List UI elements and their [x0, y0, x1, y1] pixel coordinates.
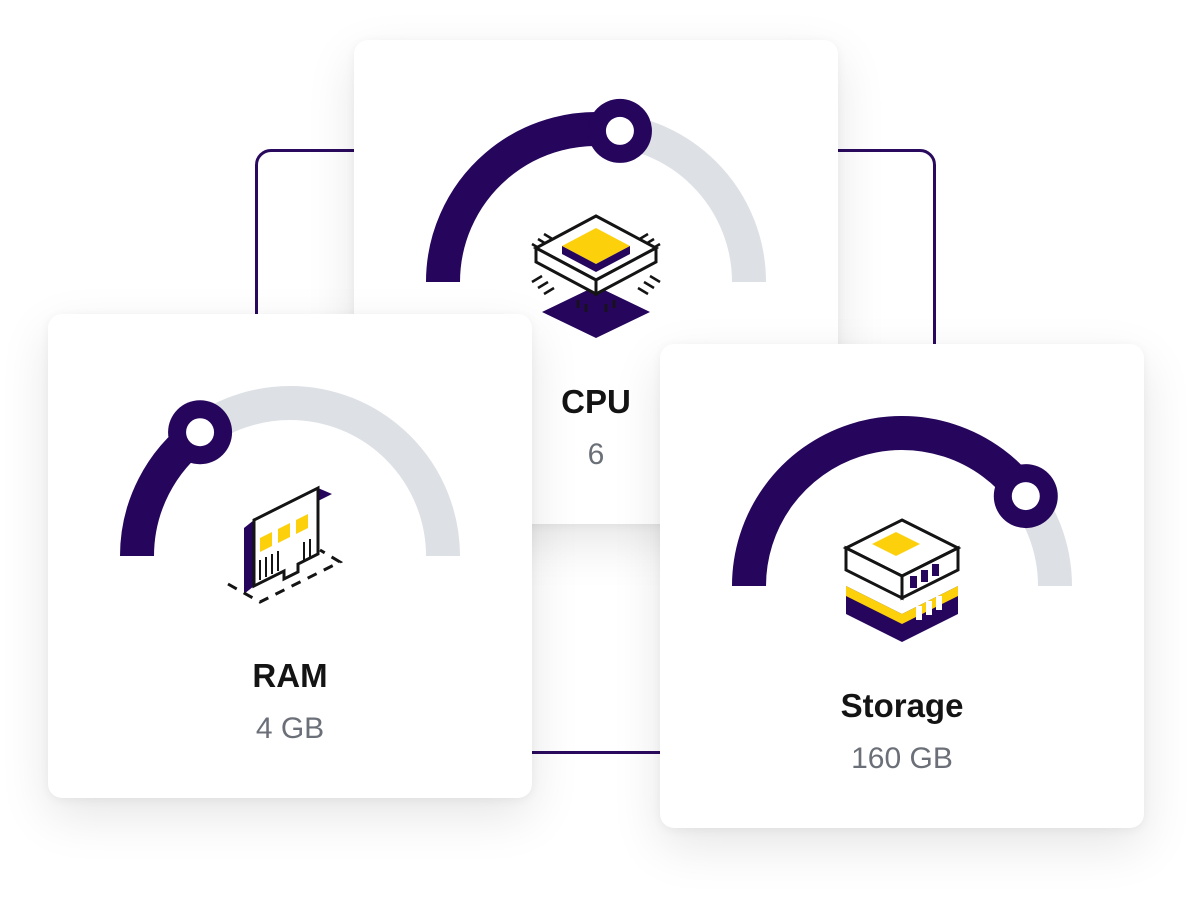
storage-gauge: [732, 416, 1072, 587]
ram-gauge: [120, 386, 460, 557]
cpu-gauge: [426, 98, 766, 283]
ram-label: RAM: [252, 657, 328, 694]
storage-value: 160 GB: [851, 742, 953, 775]
cpu-label: CPU: [561, 383, 631, 420]
ram-value: 4 GB: [255, 712, 325, 745]
storage-drive-icon: [842, 518, 962, 642]
storage-label: Storage: [840, 687, 964, 724]
storage-card: Storage 160 GB: [660, 344, 1144, 828]
ram-card: RAM 4 GB: [48, 314, 532, 798]
cpu-chip-icon: [531, 214, 661, 338]
cpu-value: 6: [587, 438, 605, 471]
ram-module-icon: [227, 485, 344, 604]
